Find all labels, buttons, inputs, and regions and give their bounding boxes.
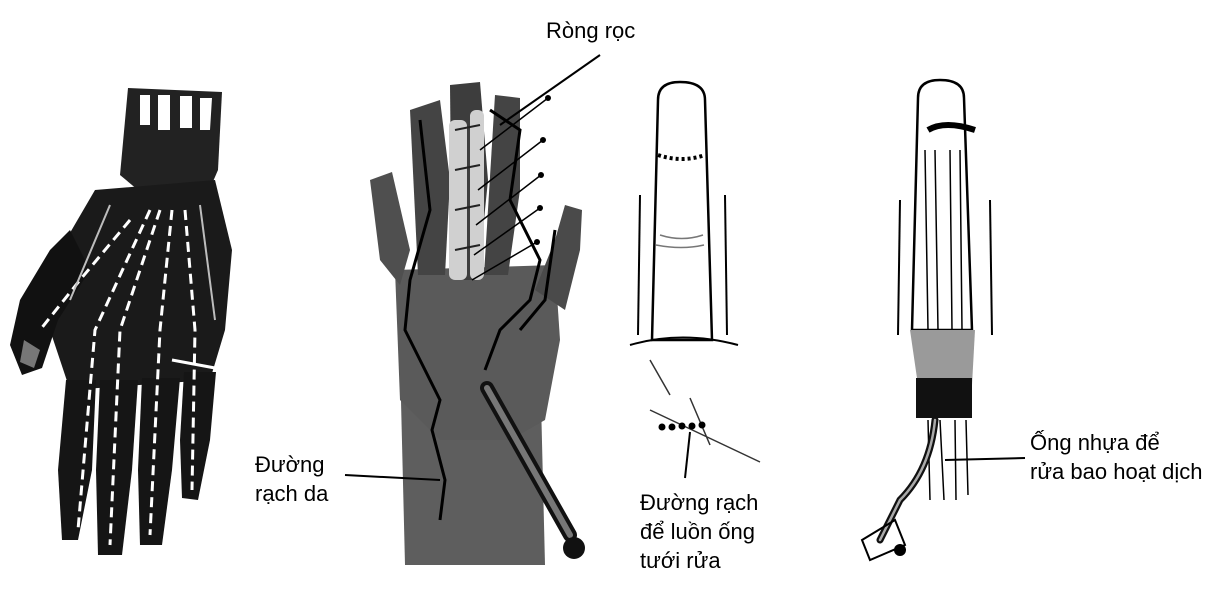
pulley-label: Ròng rọc	[546, 16, 635, 45]
irrigation-incision-label: Đường rạch để luồn ống tưới rửa	[640, 488, 758, 575]
skin-incision-label: Đường rạch da	[255, 450, 328, 508]
irrigation-incision-line-2: để luồn ống	[640, 517, 758, 546]
finger-figure-3	[630, 82, 760, 478]
hand-figure-2	[345, 55, 600, 565]
skin-incision-line-2: rạch da	[255, 479, 328, 508]
plastic-tube-line-2: rửa bao hoạt dịch	[1030, 457, 1203, 486]
hand-figure-1	[10, 88, 232, 555]
irrigation-incision-line-3: tưới rửa	[640, 546, 758, 575]
plastic-tube-line-1: Ống nhựa để	[1030, 428, 1203, 457]
irrigation-incision-line-1: Đường rạch	[640, 488, 758, 517]
skin-incision-line-1: Đường	[255, 450, 328, 479]
finger-figure-4	[862, 80, 1025, 560]
plastic-tube-label: Ống nhựa để rửa bao hoạt dịch	[1030, 428, 1203, 486]
